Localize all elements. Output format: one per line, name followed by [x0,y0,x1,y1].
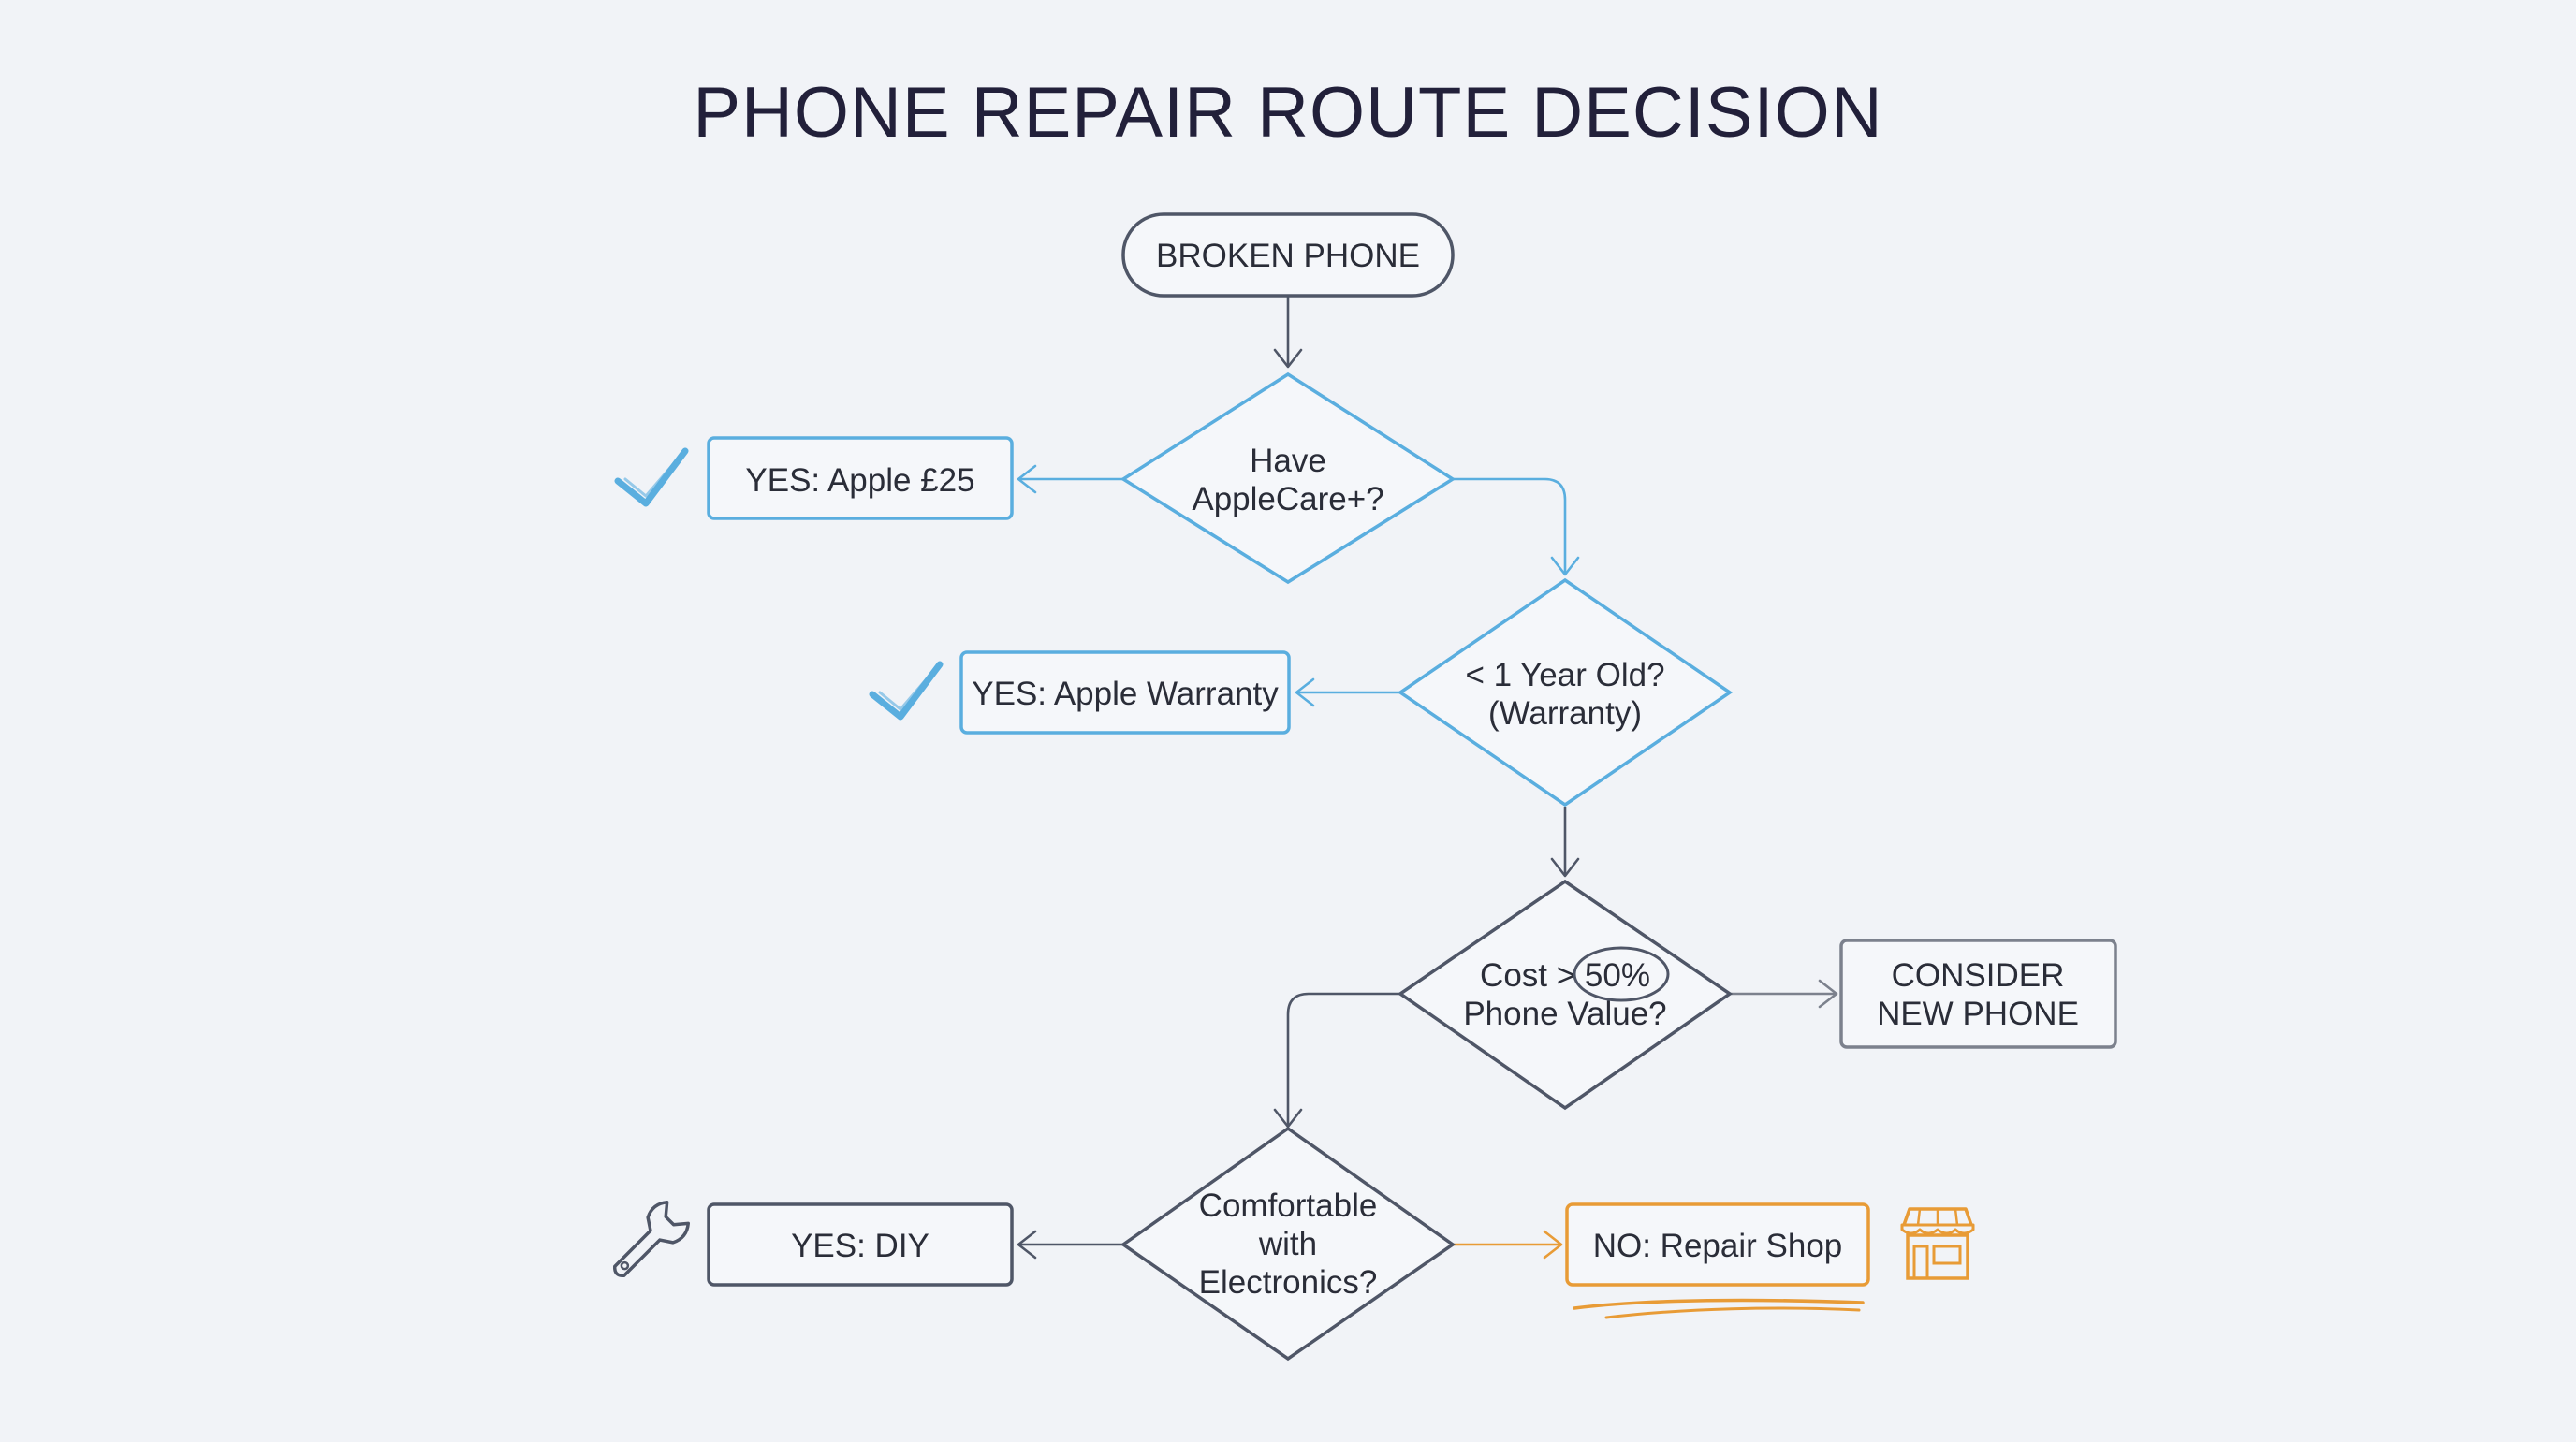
svg-text:< 1 Year Old?: < 1 Year Old? [1465,657,1664,693]
page-title: PHONE REPAIR ROUTE DECISION [693,73,1882,153]
svg-text:(Warranty): (Warranty) [1488,695,1642,732]
edge-cost-to-new-phone [1730,979,1838,1009]
start-node-broken-phone: BROKEN PHONE [1121,212,1455,298]
decision-warranty: < 1 Year Old? (Warranty) [1397,577,1734,808]
checkmark-icon [614,447,689,507]
outcome-yes-diy: YES: DIY [707,1202,1014,1287]
svg-text:YES: DIY: YES: DIY [791,1228,929,1264]
edge-start-to-applecare [1273,297,1303,369]
outcome-yes-warranty: YES: Apple Warranty [959,650,1291,735]
svg-text:with: with [1258,1226,1317,1262]
svg-text:NEW PHONE: NEW PHONE [1877,996,2079,1032]
svg-text:BROKEN PHONE: BROKEN PHONE [1156,238,1420,274]
decision-applecare: Have AppleCare+? [1120,371,1456,585]
svg-text:AppleCare+?: AppleCare+? [1192,481,1383,517]
svg-text:NO: Repair Shop: NO: Repair Shop [1593,1228,1843,1264]
underline-stroke [1573,1298,1865,1310]
underline-stroke [1604,1306,1861,1319]
decision-electronics: Comfortable with Electronics? [1120,1126,1456,1362]
outcome-repair-shop: NO: Repair Shop [1565,1202,1870,1319]
storefront-icon [1900,1207,1975,1280]
outcome-new-phone: CONSIDER NEW PHONE [1839,939,2117,1049]
svg-text:Comfortable: Comfortable [1199,1187,1378,1224]
svg-text:CONSIDER: CONSIDER [1892,957,2065,994]
edge-applecare-to-warranty [1453,477,1580,576]
edge-warranty-to-yes-warranty [1295,677,1400,707]
wrench-icon [613,1200,691,1277]
edge-electronics-to-diy [1017,1230,1123,1260]
edge-applecare-to-yes-apple [1017,464,1123,494]
checkmark-icon [869,661,944,721]
outcome-yes-apple: YES: Apple £25 [707,436,1014,520]
svg-text:YES: Apple £25: YES: Apple £25 [745,462,974,499]
highlight-circle [1573,946,1670,1002]
svg-text:Phone Value?: Phone Value? [1463,996,1666,1032]
edge-electronics-to-repair-shop [1453,1230,1563,1260]
svg-text:YES: Apple Warranty: YES: Apple Warranty [972,676,1279,712]
svg-text:Have: Have [1250,443,1326,479]
svg-text:Electronics?: Electronics? [1199,1264,1378,1301]
svg-text:Cost > 50%: Cost > 50% [1480,957,1650,994]
edge-cost-to-electronics [1273,992,1400,1129]
decision-cost: Cost > 50% Phone Value? [1397,879,1734,1111]
edge-warranty-to-cost [1550,807,1580,878]
